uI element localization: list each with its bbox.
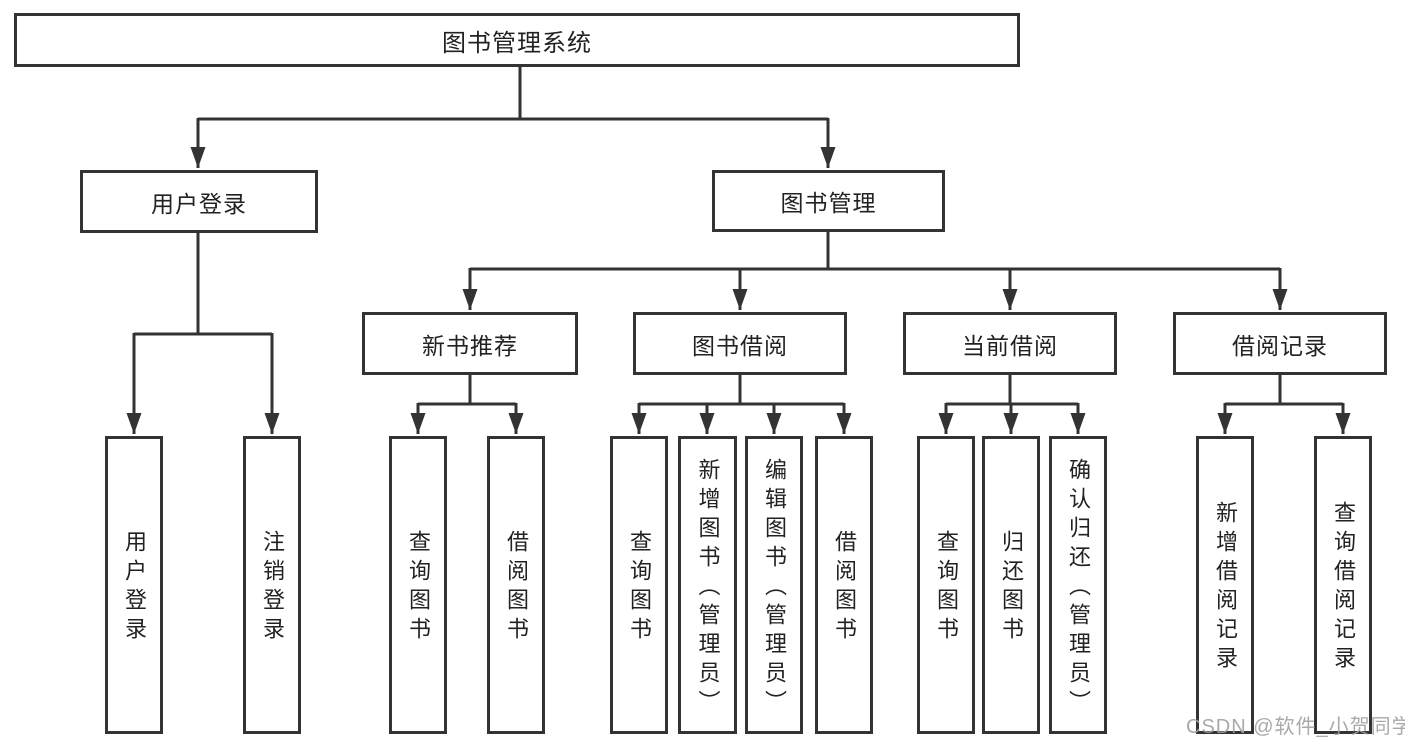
- leaf-return-books: 归还图书: [982, 436, 1040, 734]
- leaf-edit-books-admin: 编辑图书（管理员）: [745, 436, 803, 734]
- node-root-library-management-system: 图书管理系统: [14, 13, 1020, 67]
- node-user-login: 用户登录: [80, 170, 318, 233]
- node-book-borrow: 图书借阅: [633, 312, 847, 375]
- csdn-watermark: CSDN @软件_小贺同学: [1186, 716, 1405, 738]
- leaf-query-borrow-record: 查询借阅记录: [1314, 436, 1372, 734]
- leaf-add-borrow-record: 新增借阅记录: [1196, 436, 1254, 734]
- node-current-borrow: 当前借阅: [903, 312, 1117, 375]
- leaf-borrow-books-recommend: 借阅图书: [487, 436, 545, 734]
- node-borrow-records: 借阅记录: [1173, 312, 1387, 375]
- node-new-book-recommend: 新书推荐: [362, 312, 578, 375]
- leaf-query-books-current: 查询图书: [917, 436, 975, 734]
- node-book-management: 图书管理: [712, 170, 945, 232]
- leaf-add-books-admin: 新增图书（管理员）: [678, 436, 737, 734]
- leaf-query-books-borrow: 查询图书: [610, 436, 668, 734]
- leaf-user-login: 用户登录: [105, 436, 163, 734]
- leaf-borrow-books: 借阅图书: [815, 436, 873, 734]
- leaf-logout: 注销登录: [243, 436, 301, 734]
- leaf-query-books-recommend: 查询图书: [389, 436, 447, 734]
- leaf-confirm-return-admin: 确认归还（管理员）: [1049, 436, 1107, 734]
